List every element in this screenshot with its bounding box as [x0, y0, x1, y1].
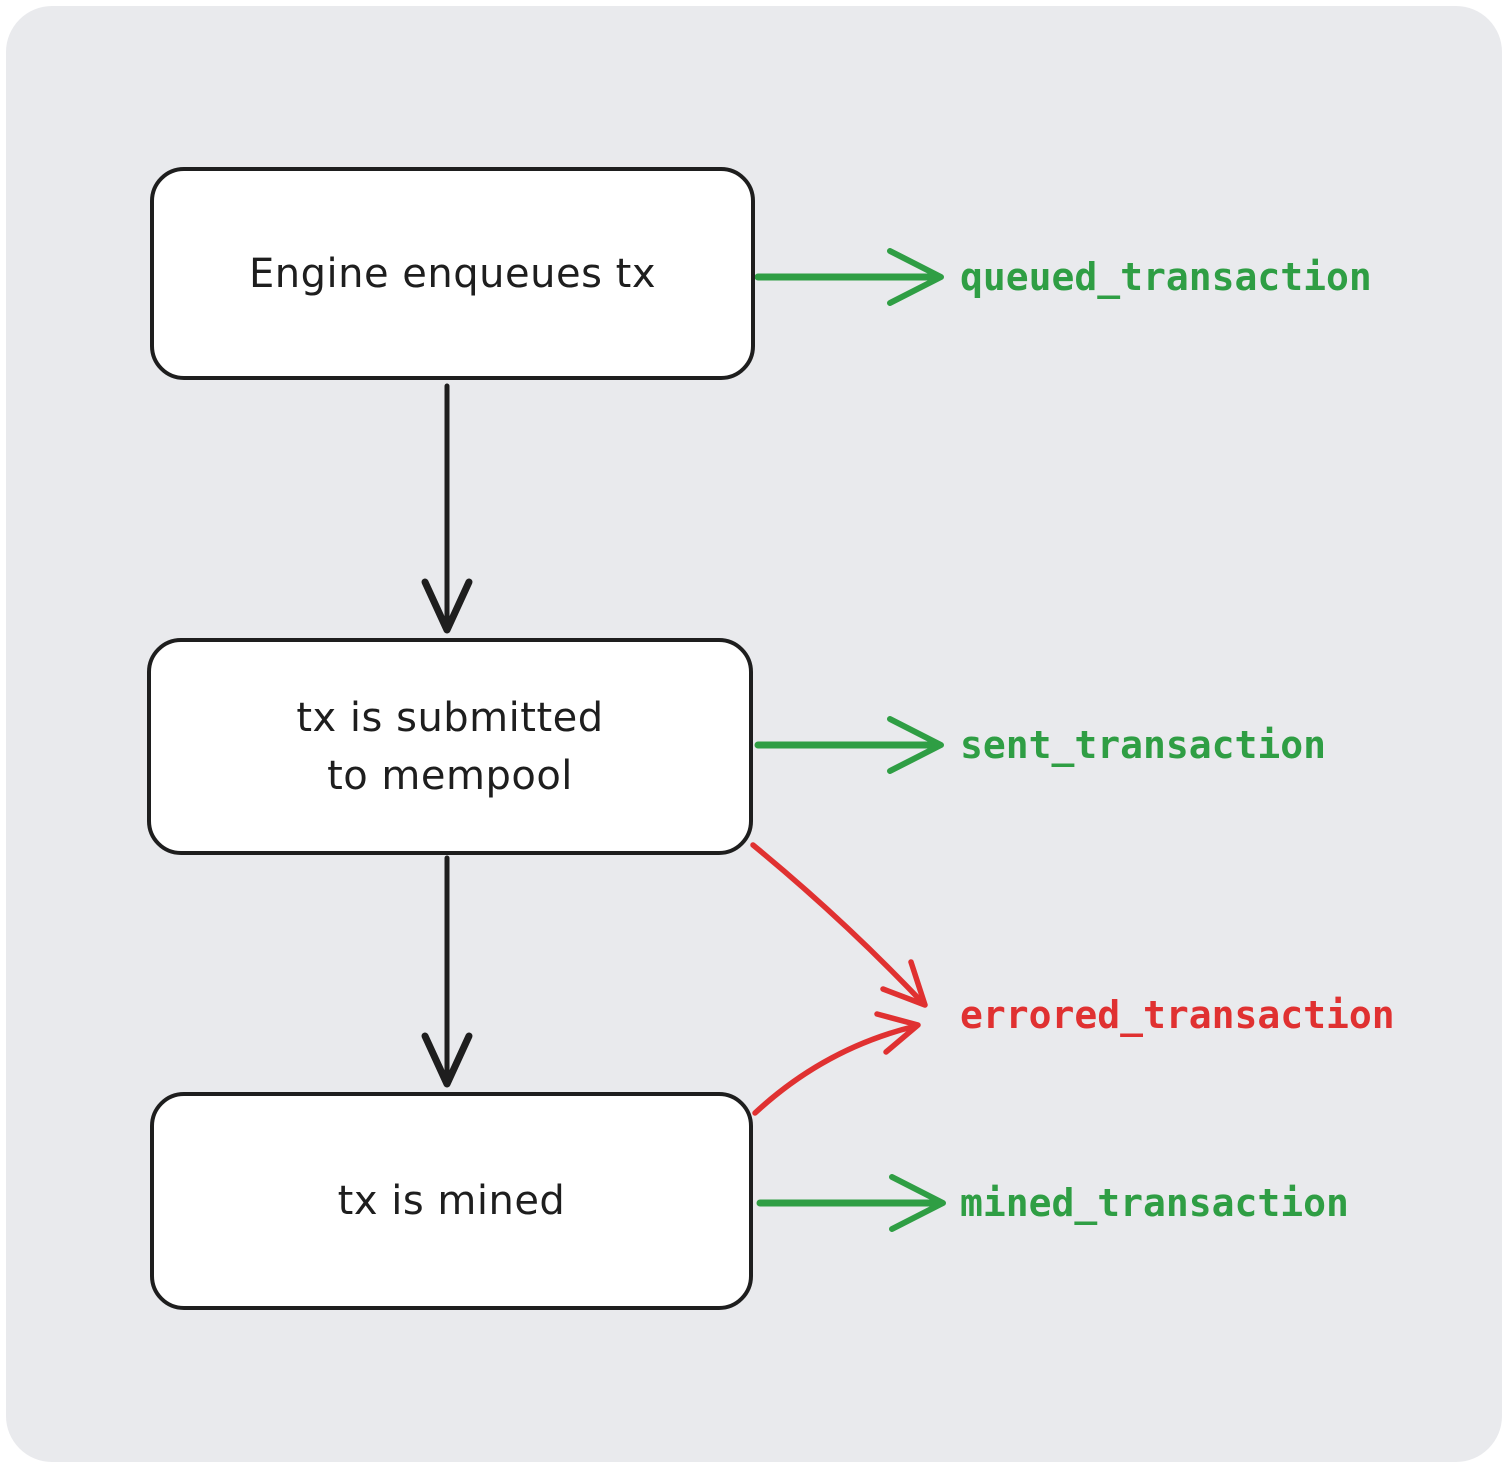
node-label-tx-submitted-to-mempool: tx is submitted to mempool	[296, 694, 604, 799]
node-label-tx-mined: tx is mined	[337, 1178, 566, 1224]
event-label-mined-transaction: mined_transaction	[960, 1181, 1349, 1225]
node-engine-enqueues-tx: Engine enqueues tx	[150, 167, 755, 380]
event-arrow-mined	[756, 1174, 946, 1232]
node-tx-mined: tx is mined	[150, 1092, 753, 1310]
event-label-errored-transaction: errored_transaction	[960, 993, 1395, 1037]
flow-arrow-mempool-to-mined	[421, 855, 473, 1088]
event-arrow-sent	[754, 716, 944, 774]
diagram-canvas: Engine enqueues tx tx is submitted to me…	[6, 6, 1502, 1462]
node-label-engine-enqueues-tx: Engine enqueues tx	[249, 250, 656, 297]
node-tx-submitted-to-mempool: tx is submitted to mempool	[147, 638, 753, 855]
event-label-sent-transaction: sent_transaction	[960, 723, 1327, 767]
flow-arrow-engine-to-mempool	[421, 383, 473, 634]
event-arrow-errored-from-mempool	[750, 842, 928, 1008]
event-arrow-errored-from-mined	[752, 1011, 921, 1116]
event-label-queued-transaction: queued_transaction	[960, 255, 1372, 299]
event-arrow-queued	[754, 248, 944, 306]
